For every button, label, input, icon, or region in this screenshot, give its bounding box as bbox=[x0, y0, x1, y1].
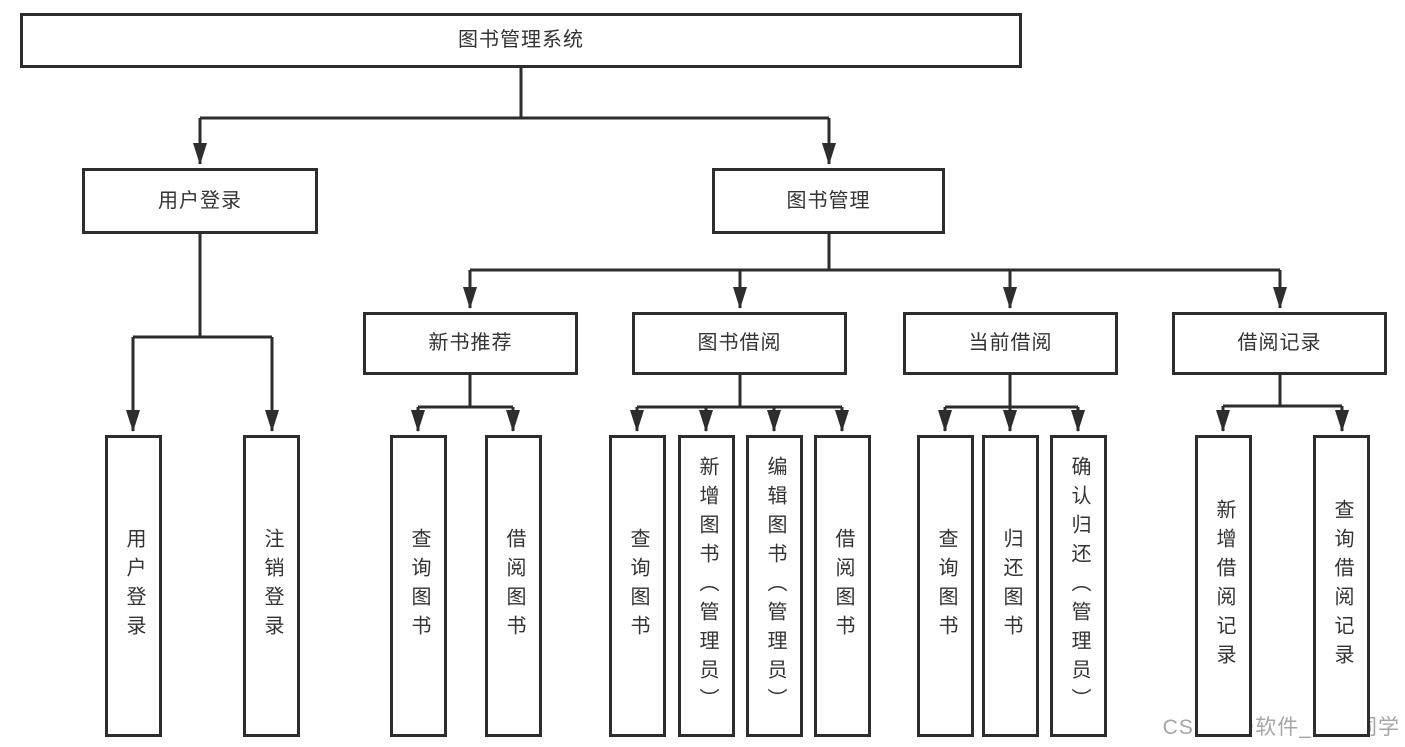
node-current-query-books: 查询图书 bbox=[917, 435, 974, 737]
node-current-return-books: 归还图书 bbox=[982, 435, 1039, 737]
edge-userlogin-bus bbox=[133, 234, 272, 339]
node-borrow-edit-books-admin: 编辑图书（管理员） bbox=[746, 435, 803, 737]
edge-root-bus bbox=[200, 68, 829, 120]
edge-recommend-bus bbox=[418, 375, 513, 409]
node-book-borrow: 图书借阅 bbox=[632, 312, 847, 375]
edge-borrow-bus bbox=[637, 375, 842, 409]
edge-records-bus bbox=[1223, 375, 1342, 408]
node-current-confirm-return-admin: 确认归还（管理员） bbox=[1050, 435, 1107, 737]
node-borrow-records: 借阅记录 bbox=[1172, 312, 1387, 375]
node-new-book-recommend: 新书推荐 bbox=[363, 312, 578, 375]
node-root-library-system: 图书管理系统 bbox=[20, 13, 1022, 68]
edge-bookmgmt-bus bbox=[470, 234, 1280, 272]
node-recommend-borrow-books: 借阅图书 bbox=[485, 435, 542, 737]
node-borrow-add-books-admin: 新增图书（管理员） bbox=[678, 435, 735, 737]
node-recommend-query-books: 查询图书 bbox=[390, 435, 447, 737]
node-borrow-query-books: 查询图书 bbox=[609, 435, 666, 737]
node-user-login-leaf: 用户登录 bbox=[105, 435, 162, 737]
node-records-add-record: 新增借阅记录 bbox=[1195, 435, 1252, 737]
node-book-management: 图书管理 bbox=[712, 168, 945, 234]
node-records-query-record: 查询借阅记录 bbox=[1313, 435, 1370, 737]
node-user-login: 用户登录 bbox=[82, 168, 318, 234]
node-borrow-borrow-books: 借阅图书 bbox=[814, 435, 871, 737]
edge-current-bus bbox=[945, 375, 1078, 409]
node-logout-leaf: 注销登录 bbox=[243, 435, 300, 737]
node-current-borrow: 当前借阅 bbox=[903, 312, 1118, 375]
